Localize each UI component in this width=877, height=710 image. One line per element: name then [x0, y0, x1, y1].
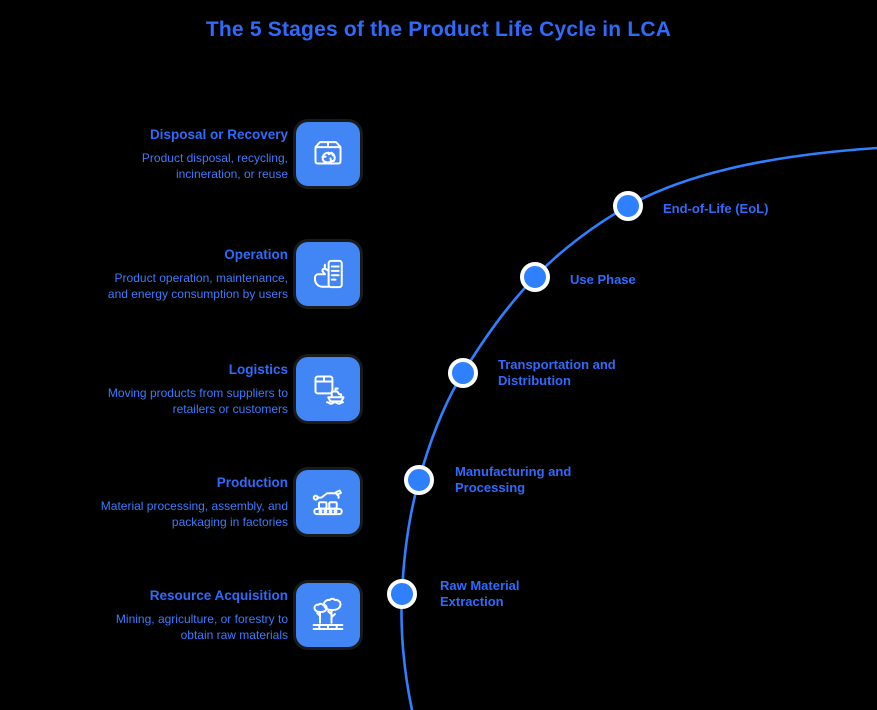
curve-node[interactable] [613, 191, 643, 221]
page-title: The 5 Stages of the Product Life Cycle i… [205, 18, 672, 41]
stage-title: Operation [224, 247, 288, 263]
curve-node[interactable] [387, 579, 417, 609]
stage-title: Logistics [228, 362, 288, 378]
stage-description: Product disposal, recycling, incineratio… [141, 150, 288, 181]
stage-icon-tile[interactable] [296, 242, 360, 306]
box-recycle-icon [308, 134, 348, 174]
stage-icon-tile[interactable] [296, 583, 360, 647]
stage-icon-tile[interactable] [296, 470, 360, 534]
hand-device-icon [308, 254, 348, 294]
stage-icon-tile[interactable] [296, 357, 360, 421]
curve-node[interactable] [404, 465, 434, 495]
curve-node-label: End-of-Life (EoL) [663, 200, 769, 216]
curve-node-label: Use Phase [570, 271, 636, 287]
curve-node-label: Raw Material Extraction [440, 577, 520, 609]
stage-description: Mining, agriculture, or forestry to obta… [115, 611, 288, 642]
curve-node-label: Transportation and Distribution [498, 356, 616, 388]
curve-node[interactable] [448, 358, 478, 388]
curve-node-label: Manufacturing and Processing [455, 463, 572, 495]
curve-node[interactable] [520, 262, 550, 292]
stage-description: Material processing, assembly, and packa… [100, 498, 288, 529]
stage-icon-tile[interactable] [296, 122, 360, 186]
stage-description: Moving products from suppliers to retail… [107, 385, 288, 416]
stage-title: Resource Acquisition [149, 588, 288, 604]
robot-conveyor-icon [308, 482, 348, 522]
stage-description: Product operation, maintenance, and ener… [107, 270, 288, 301]
stage-title: Disposal or Recovery [149, 127, 288, 143]
box-ship-icon [308, 369, 348, 409]
stage-title: Production [216, 475, 288, 491]
forest-trees-icon [308, 595, 348, 635]
